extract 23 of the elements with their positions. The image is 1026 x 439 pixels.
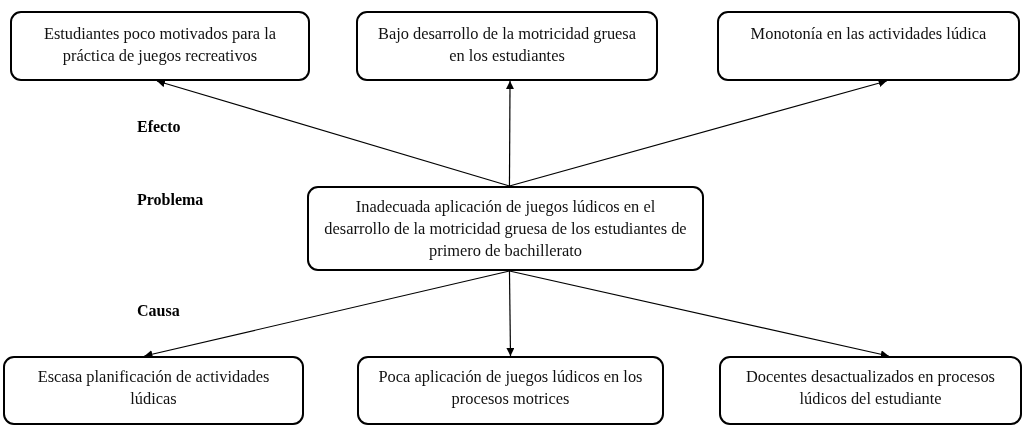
- section-label: Causa: [137, 302, 180, 320]
- process-box: [717, 11, 1020, 81]
- process-box: [719, 356, 1022, 425]
- box-text: Docentes desactualizados en procesos lúdicos del estudiante: [745, 366, 996, 410]
- arrow: [156, 79, 511, 187]
- process-box: [10, 11, 310, 81]
- process-box: [307, 186, 704, 271]
- arrow: [508, 270, 890, 359]
- process-box: [3, 356, 304, 425]
- section-label: Efecto: [137, 118, 181, 136]
- box-text: Bajo desarrollo de la motricidad gruesa en los estudiantes: [376, 23, 638, 67]
- arrow: [143, 270, 511, 359]
- arrow: [506, 270, 515, 357]
- arrow: [506, 80, 514, 187]
- arrow: [508, 79, 888, 187]
- box-text: Estudiantes poco motivados para la práctica de juegos recreativos: [42, 23, 278, 67]
- box-text: Escasa planificación de actividades lúdicas: [36, 366, 271, 410]
- box-text: Monotonía en las actividades lúdica: [749, 23, 988, 45]
- section-label: Problema: [137, 191, 204, 209]
- process-box: [357, 356, 664, 425]
- process-box: [356, 11, 658, 81]
- box-text: Poca aplicación de juegos lúdicos en los procesos motrices: [377, 366, 644, 410]
- box-text: Inadecuada aplicación de juegos lúdicos en el desarrollo de la motricidad gruesa de los estudiantes de primero de bachillerato: [323, 196, 688, 262]
